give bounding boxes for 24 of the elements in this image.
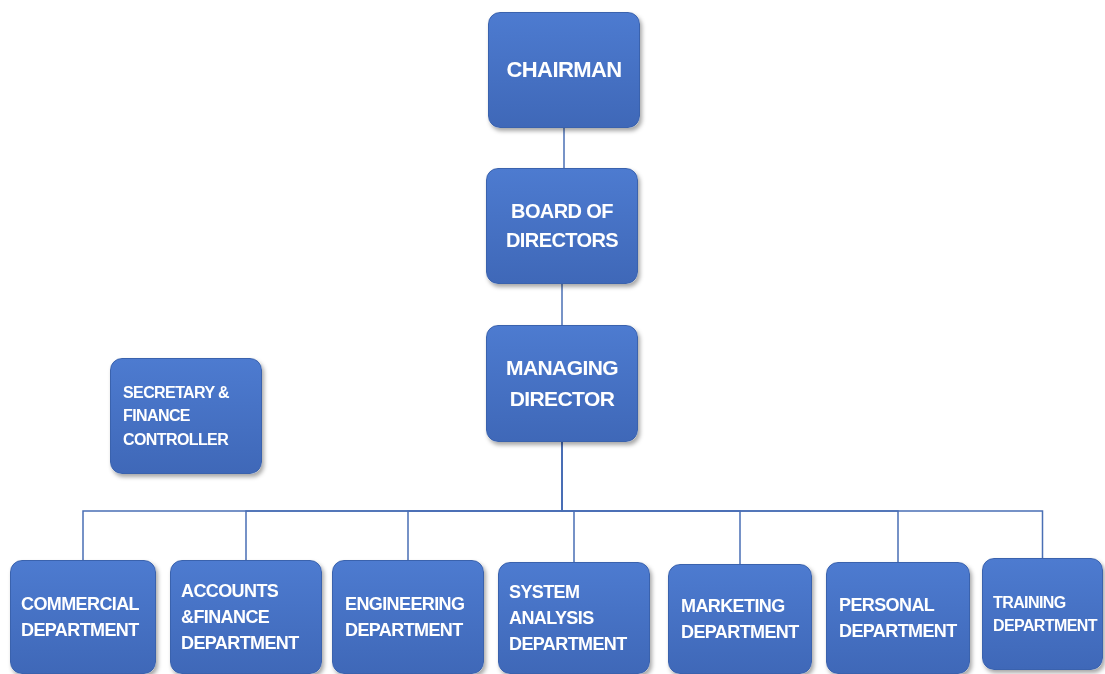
org-box — [110, 358, 262, 474]
box-label: ACCOUNTS &FINANCE DEPARTMENT — [181, 579, 300, 656]
box-label: COMMERCIAL DEPARTMENT — [21, 592, 140, 642]
box-label: BOARD OF DIRECTORS — [506, 199, 618, 253]
box-label: ENGINEERING DEPARTMENT — [345, 592, 466, 642]
org-box — [170, 560, 322, 674]
connector-line — [561, 283, 563, 326]
box-label: PERSONAL DEPARTMENT — [839, 593, 957, 643]
box-label: TRAINING DEPARTMENT — [993, 592, 1097, 636]
org-box — [486, 325, 638, 442]
org-box — [10, 560, 156, 674]
connector-line — [563, 127, 565, 169]
org-box — [488, 12, 640, 128]
box-label: MARKETING DEPARTMENT — [681, 594, 799, 644]
org-box — [486, 168, 638, 284]
org-box — [498, 562, 650, 674]
box-label: SECRETARY & FINANCE CONTROLLER — [123, 383, 230, 450]
org-box — [826, 562, 970, 674]
box-label: SYSTEM ANALYSIS DEPARTMENT — [509, 580, 628, 657]
org-box — [668, 564, 812, 674]
org-box — [982, 558, 1103, 670]
org-box — [332, 560, 484, 674]
box-label: CHAIRMAN — [506, 56, 622, 85]
box-label: MANAGING DIRECTOR — [506, 355, 618, 412]
